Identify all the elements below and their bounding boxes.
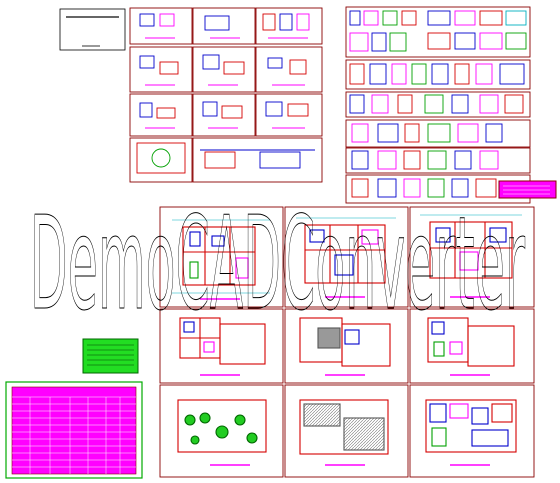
floor-plan-7 <box>177 399 267 466</box>
sheet-group-top-center <box>129 7 323 183</box>
floor-plan-8 <box>299 399 389 466</box>
floor-plan-5 <box>299 317 391 376</box>
legend-box <box>82 338 139 374</box>
watermark-text: DemoCADConverter <box>30 190 525 339</box>
floor-plan-1 <box>172 219 270 300</box>
floor-plan-2 <box>296 217 396 298</box>
title-block <box>59 8 126 51</box>
sheet-content-top-center <box>136 13 315 174</box>
floor-plan-3 <box>420 214 522 298</box>
floor-plan-9 <box>425 399 517 466</box>
floor-plan-4 <box>179 317 266 376</box>
schedule-table <box>5 381 143 479</box>
sheet-content-top-right <box>349 10 527 198</box>
legend-strip-right <box>498 180 557 199</box>
floor-plan-6 <box>427 317 515 376</box>
